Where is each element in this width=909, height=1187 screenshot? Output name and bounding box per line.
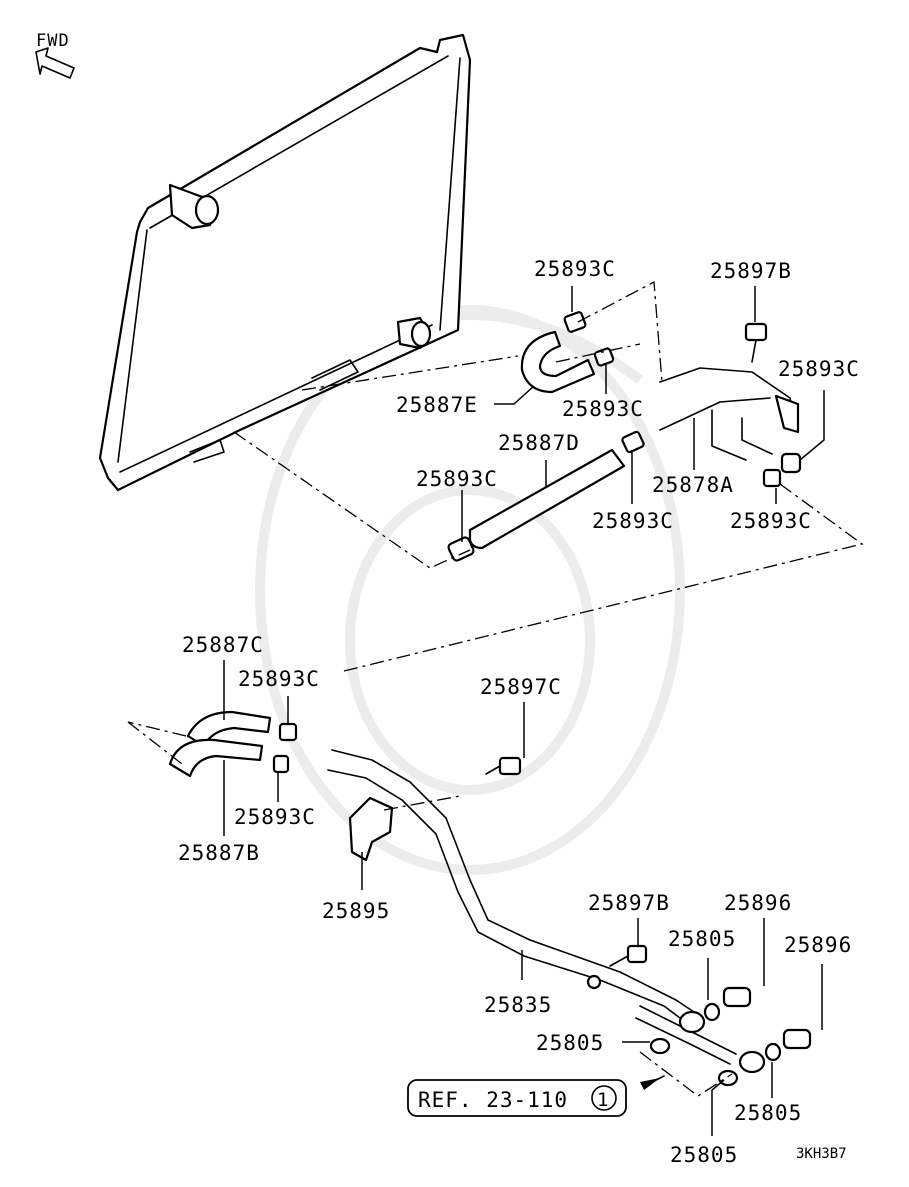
label-25895: 25895 — [322, 899, 390, 923]
hose-25887d — [468, 448, 626, 550]
background-watermark — [255, 305, 685, 875]
bolt-25897b-lower — [609, 944, 648, 967]
label-25893c-top: 25893C — [534, 257, 616, 281]
bolt-25897b-top — [744, 322, 768, 363]
label-25805-upper: 25805 — [668, 927, 736, 951]
hose-25887e — [520, 330, 596, 394]
clamp-right — [780, 452, 802, 474]
reference-circle-number: 1 — [597, 1089, 609, 1111]
reference-text: REF. 23-110 — [418, 1088, 568, 1112]
bracket-25895 — [348, 796, 394, 862]
reference-box: REF. 23-110 1 — [407, 1079, 627, 1117]
tube-25878a — [659, 367, 800, 461]
label-25893c-lowright: 25893C — [730, 509, 812, 533]
label-25835: 25835 — [484, 993, 552, 1017]
label-25887e: 25887E — [396, 393, 478, 417]
radiator — [98, 33, 472, 492]
label-25887b: 25887B — [178, 841, 260, 865]
label-25893c-clamp1: 25893C — [238, 667, 320, 691]
clamp-d-right — [621, 430, 645, 454]
part-labels: 25893C 25897B 25893C 25887E 25893C 25887… — [178, 257, 860, 1167]
label-25878a: 25878A — [652, 473, 734, 497]
label-25897b-lower: 25897B — [588, 891, 670, 915]
label-25887d: 25887D — [498, 431, 580, 455]
label-25896-lower: 25896 — [784, 933, 852, 957]
drawing-code: 3KH3B7 — [796, 1146, 847, 1162]
leader-lines — [223, 286, 825, 1136]
washer-left — [649, 1037, 671, 1055]
label-25896-upper: 25896 — [724, 891, 792, 915]
label-25805-bottom: 25805 — [670, 1143, 738, 1167]
label-25893c-left: 25893C — [416, 467, 498, 491]
label-25893c-right: 25893C — [778, 357, 860, 381]
clamp-top — [563, 311, 587, 333]
fwd-label: FWD — [36, 31, 70, 51]
clamp-c2 — [272, 754, 290, 774]
fitting-upper-union — [678, 986, 752, 1034]
clamp-c1 — [278, 722, 298, 742]
clamp-d-left — [447, 536, 475, 562]
reference-arrow — [640, 1075, 665, 1090]
label-25893c-clamp2: 25893C — [234, 805, 316, 829]
label-25805-right: 25805 — [734, 1101, 802, 1125]
hose-25887b — [168, 738, 264, 778]
tube-25835 — [327, 749, 737, 1065]
label-25897b-top: 25897B — [710, 259, 792, 283]
label-25893c-mid: 25893C — [562, 397, 644, 421]
forward-direction-marker: FWD — [35, 31, 75, 79]
centerlines — [127, 280, 864, 1097]
label-25805-left: 25805 — [536, 1031, 604, 1055]
washer-bottom — [717, 1069, 739, 1087]
clamp-e-right — [593, 347, 615, 367]
clamp-lowright — [762, 468, 782, 488]
bolt-25897c — [485, 756, 522, 776]
label-25893c-lowmid: 25893C — [592, 509, 674, 533]
label-25897c: 25897C — [480, 675, 562, 699]
fitting-lower-union — [738, 1028, 812, 1074]
label-25887c: 25887C — [182, 633, 264, 657]
